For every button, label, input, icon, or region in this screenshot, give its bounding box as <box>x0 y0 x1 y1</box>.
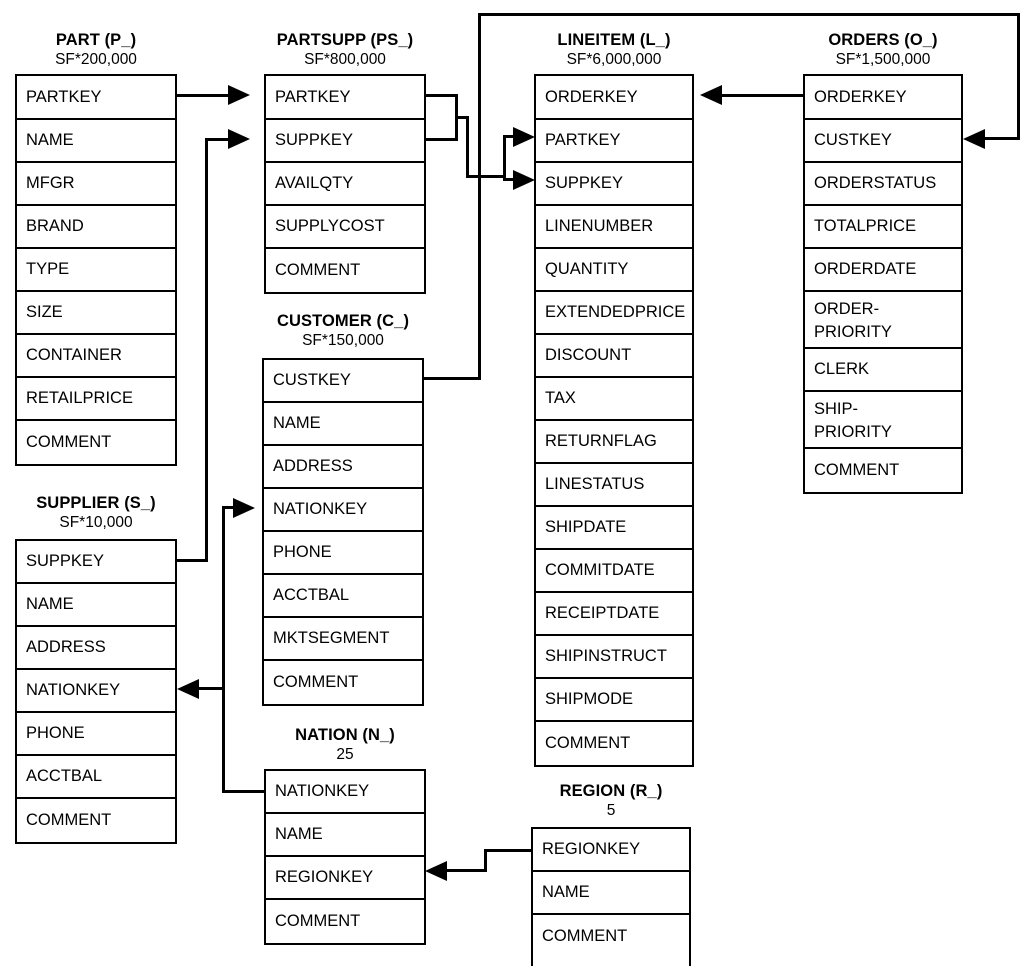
attr-supplier-address: ADDRESS <box>17 627 175 670</box>
entity-lineitem-attributes: ORDERKEY PARTKEY SUPPKEY LINENUMBER QUAN… <box>534 74 694 767</box>
entity-lineitem-cardinality: SF*6,000,000 <box>566 51 662 68</box>
attr-nation-nationkey: NATIONKEY <box>266 771 424 814</box>
attr-customer-custkey: CUSTKEY <box>264 360 422 403</box>
attr-lineitem-suppkey: SUPPKEY <box>536 163 692 206</box>
attr-lineitem-shipinstruct: SHIPINSTRUCT <box>536 636 692 679</box>
attr-lineitem-orderkey: ORDERKEY <box>536 76 692 120</box>
attr-supplier-name: NAME <box>17 584 175 627</box>
attr-orders-shippriority: SHIP- PRIORITY <box>805 392 961 449</box>
attr-lineitem-quantity: QUANTITY <box>536 249 692 292</box>
entity-region: REGION (R_) 5 <box>531 781 691 820</box>
entity-partsupp-cardinality: SF*800,000 <box>304 51 386 68</box>
attr-orders-orderkey: ORDERKEY <box>805 76 961 120</box>
attr-customer-phone: PHONE <box>264 532 422 575</box>
attr-part-retailprice: RETAILPRICE <box>17 378 175 421</box>
entity-supplier: SUPPLIER (S_) SF*10,000 <box>15 493 177 532</box>
entity-customer-attributes: CUSTKEY NAME ADDRESS NATIONKEY PHONE ACC… <box>262 358 424 706</box>
attr-lineitem-partkey: PARTKEY <box>536 120 692 163</box>
attr-region-comment: COMMENT <box>542 927 628 945</box>
attr-supplier-phone: PHONE <box>17 713 175 756</box>
attr-part-size: SIZE <box>17 292 175 335</box>
attr-nation-name: NAME <box>266 814 424 857</box>
entity-lineitem: LINEITEM (L_) SF*6,000,000 <box>534 30 694 69</box>
attr-partsupp-availqty: AVAILQTY <box>266 163 424 206</box>
entity-customer: CUSTOMER (C_) SF*150,000 <box>262 311 424 350</box>
attr-region-name: NAME <box>533 872 689 915</box>
attr-supplier-suppkey: SUPPKEY <box>17 541 175 584</box>
attr-nation-comment: COMMENT <box>275 912 361 930</box>
entity-orders-title: ORDERS (O_) <box>828 31 938 49</box>
attr-lineitem-linestatus: LINESTATUS <box>536 464 692 507</box>
attr-nation-regionkey: REGIONKEY <box>266 857 424 900</box>
entity-supplier-attributes: SUPPKEY NAME ADDRESS NATIONKEY PHONE ACC… <box>15 539 177 844</box>
attr-lineitem-commitdate: COMMITDATE <box>536 550 692 593</box>
attr-supplier-comment: COMMENT <box>26 811 112 829</box>
attr-orders-clerk: CLERK <box>805 349 961 392</box>
attr-part-comment: COMMENT <box>26 433 112 451</box>
attr-lineitem-shipmode: SHIPMODE <box>536 679 692 722</box>
entity-region-attributes: REGIONKEY NAME COMMENT <box>531 827 691 966</box>
entity-nation-title: NATION (N_) <box>295 726 395 744</box>
entity-partsupp-title: PARTSUPP (PS_) <box>276 31 414 49</box>
attr-partsupp-comment: COMMENT <box>275 261 361 279</box>
entity-supplier-cardinality: SF*10,000 <box>59 514 133 531</box>
attr-orders-totalprice: TOTALPRICE <box>805 206 961 249</box>
entity-customer-cardinality: SF*150,000 <box>302 332 384 349</box>
entity-orders: ORDERS (O_) SF*1,500,000 <box>803 30 963 69</box>
entity-part-attributes: PARTKEY NAME MFGR BRAND TYPE SIZE CONTAI… <box>15 74 177 466</box>
attr-lineitem-returnflag: RETURNFLAG <box>536 421 692 464</box>
attr-supplier-nationkey: NATIONKEY <box>17 670 175 713</box>
attr-part-brand: BRAND <box>17 206 175 249</box>
attr-partsupp-partkey: PARTKEY <box>266 76 424 120</box>
attr-lineitem-shipdate: SHIPDATE <box>536 507 692 550</box>
attr-orders-orderdate: ORDERDATE <box>805 249 961 292</box>
attr-orders-orderstatus: ORDERSTATUS <box>805 163 961 206</box>
entity-supplier-title: SUPPLIER (S_) <box>36 494 156 512</box>
attr-lineitem-linenumber: LINENUMBER <box>536 206 692 249</box>
entity-nation-attributes: NATIONKEY NAME REGIONKEY COMMENT <box>264 769 426 945</box>
attr-customer-comment: COMMENT <box>273 673 359 691</box>
entity-partsupp: PARTSUPP (PS_) SF*800,000 <box>264 30 426 69</box>
entity-nation-cardinality: 25 <box>336 746 354 763</box>
attr-lineitem-comment: COMMENT <box>545 734 631 752</box>
entity-nation: NATION (N_) 25 <box>264 725 426 764</box>
attr-lineitem-tax: TAX <box>536 378 692 421</box>
entity-partsupp-attributes: PARTKEY SUPPKEY AVAILQTY SUPPLYCOST COMM… <box>264 74 426 294</box>
attr-orders-custkey: CUSTKEY <box>805 120 961 163</box>
attr-customer-acctbal: ACCTBAL <box>264 575 422 618</box>
attr-orders-orderpriority: ORDER- PRIORITY <box>805 292 961 349</box>
attr-part-type: TYPE <box>17 249 175 292</box>
entity-customer-title: CUSTOMER (C_) <box>276 312 410 330</box>
entity-orders-cardinality: SF*1,500,000 <box>835 51 931 68</box>
attr-region-regionkey: REGIONKEY <box>533 829 689 872</box>
attr-part-mfgr: MFGR <box>17 163 175 206</box>
entity-part-cardinality: SF*200,000 <box>55 51 137 68</box>
attr-customer-address: ADDRESS <box>264 446 422 489</box>
attr-lineitem-discount: DISCOUNT <box>536 335 692 378</box>
entity-part: PART (P_) SF*200,000 <box>15 30 177 69</box>
entity-lineitem-title: LINEITEM (L_) <box>557 31 671 49</box>
entity-region-cardinality: 5 <box>606 802 616 819</box>
entity-part-title: PART (P_) <box>55 31 137 49</box>
attr-customer-mktsegment: MKTSEGMENT <box>264 618 422 661</box>
attr-customer-nationkey: NATIONKEY <box>264 489 422 532</box>
attr-part-name: NAME <box>17 120 175 163</box>
attr-partsupp-supplycost: SUPPLYCOST <box>266 206 424 249</box>
attr-part-partkey: PARTKEY <box>17 76 175 120</box>
entity-orders-attributes: ORDERKEY CUSTKEY ORDERSTATUS TOTALPRICE … <box>803 74 963 494</box>
attr-part-container: CONTAINER <box>17 335 175 378</box>
attr-customer-name: NAME <box>264 403 422 446</box>
entity-region-title: REGION (R_) <box>559 782 663 800</box>
attr-partsupp-suppkey: SUPPKEY <box>266 120 424 163</box>
attr-lineitem-receiptdate: RECEIPTDATE <box>536 593 692 636</box>
attr-supplier-acctbal: ACCTBAL <box>17 756 175 799</box>
attr-orders-comment: COMMENT <box>814 461 900 479</box>
attr-lineitem-extendedprice: EXTENDEDPRICE <box>536 292 692 335</box>
